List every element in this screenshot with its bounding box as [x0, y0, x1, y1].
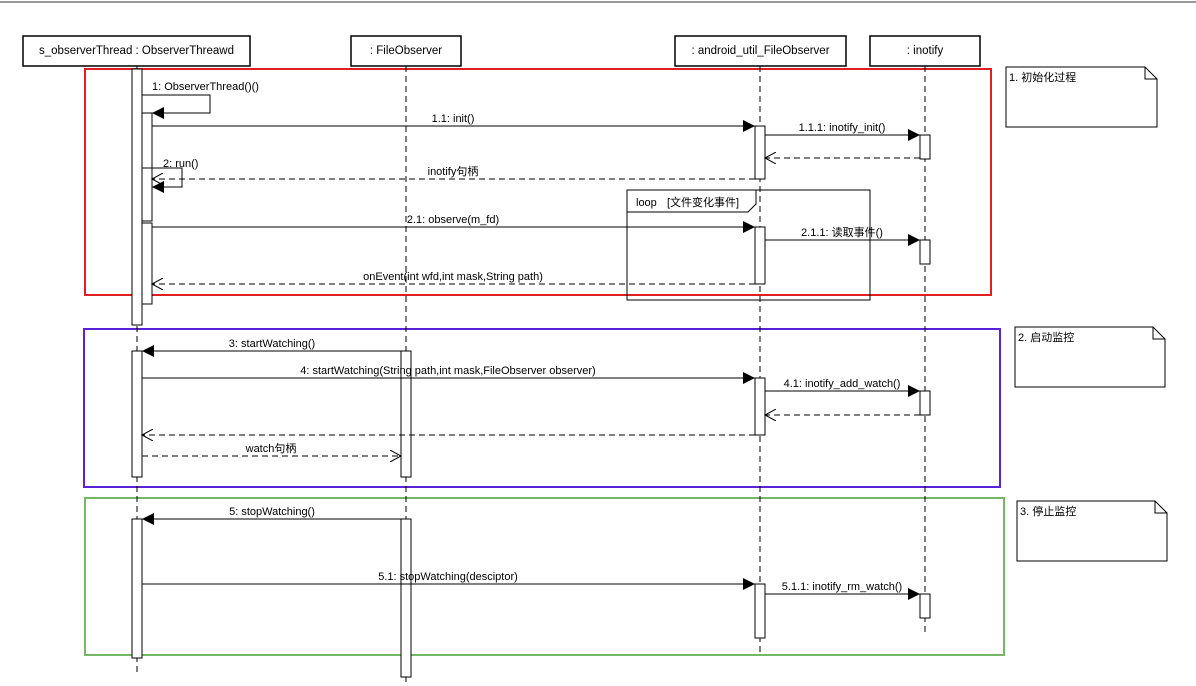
- message-label-m6: inotify句柄: [428, 165, 479, 178]
- participant-observer-thread: s_observerThread : ObserverThreawd: [22, 35, 251, 67]
- message-label-m3: 1.1.1: inotify_init(): [799, 122, 886, 134]
- message-label-m8: 2.1.1: 读取事件(): [801, 225, 883, 239]
- activation-bar: [919, 593, 931, 619]
- phase-frame-start: [83, 328, 1001, 488]
- participant-observer-thread-label: s_observerThread : ObserverThreawd: [39, 45, 234, 57]
- activation-bar: [754, 583, 766, 639]
- note-start-text: 2. 启动监控: [1018, 330, 1074, 344]
- message-label-m11: 4: startWatching(String path,int mask,Fi…: [300, 365, 595, 377]
- message-label-m5: 2: run(): [163, 158, 198, 170]
- note-init: 1. 初始化过程: [1005, 66, 1158, 128]
- participant-file-observer: : FileObserver: [350, 35, 462, 67]
- phase-frame-init: [84, 68, 992, 296]
- phase-frame-stop: [84, 497, 1005, 656]
- activation-bar: [141, 112, 153, 222]
- activation-bar: [131, 518, 143, 659]
- participant-android-util-file-observer-label: : android_util_FileObserver: [691, 45, 829, 57]
- activation-bar: [919, 390, 931, 416]
- participant-android-util-file-observer: : android_util_FileObserver: [674, 35, 847, 67]
- message-label-m2: 1.1: init(): [432, 113, 475, 125]
- participant-inotify: : inotify: [869, 35, 981, 67]
- activation-bar: [141, 222, 153, 305]
- message-label-m18: 5.1.1: inotify_rm_watch(): [782, 581, 902, 593]
- message-label-m16: 5: stopWatching(): [229, 506, 315, 518]
- activation-bar: [919, 239, 931, 265]
- activation-bar: [754, 377, 766, 436]
- loop-fragment: loop [文件变化事件]: [626, 189, 871, 301]
- message-label-m10: 3: startWatching(): [229, 338, 315, 350]
- note-stop-text: 3. 停止监控: [1020, 504, 1076, 518]
- message-label-m1: 1: ObserverThread()(): [152, 81, 259, 93]
- message-arrow-m5: [142, 167, 183, 193]
- activation-bar: [400, 518, 412, 678]
- activation-bar: [754, 226, 766, 285]
- note-init-text: 1. 初始化过程: [1009, 70, 1076, 84]
- participant-file-observer-label: : FileObserver: [370, 45, 442, 57]
- note-stop: 3. 停止监控: [1016, 500, 1168, 562]
- note-start: 2. 启动监控: [1014, 326, 1166, 388]
- message-label-m12: 4.1: inotify_add_watch(): [784, 378, 901, 390]
- activation-bar: [131, 68, 143, 326]
- activation-bar: [400, 350, 412, 478]
- activation-bar: [754, 125, 766, 180]
- message-label-m15: watch句柄: [245, 442, 297, 455]
- message-label-m17: 5.1: stopWatching(desciptor): [378, 571, 518, 583]
- activation-bar: [131, 350, 143, 478]
- loop-keyword: loop: [636, 197, 657, 209]
- message-label-m9: onEvent(int wfd,int mask,String path): [363, 271, 543, 283]
- loop-guard: [文件变化事件]: [667, 195, 739, 209]
- activation-bar: [919, 134, 931, 160]
- message-arrow-m1: [142, 94, 211, 119]
- message-label-m7: 2.1: observe(m_fd): [407, 214, 499, 226]
- participant-inotify-label: : inotify: [907, 45, 944, 57]
